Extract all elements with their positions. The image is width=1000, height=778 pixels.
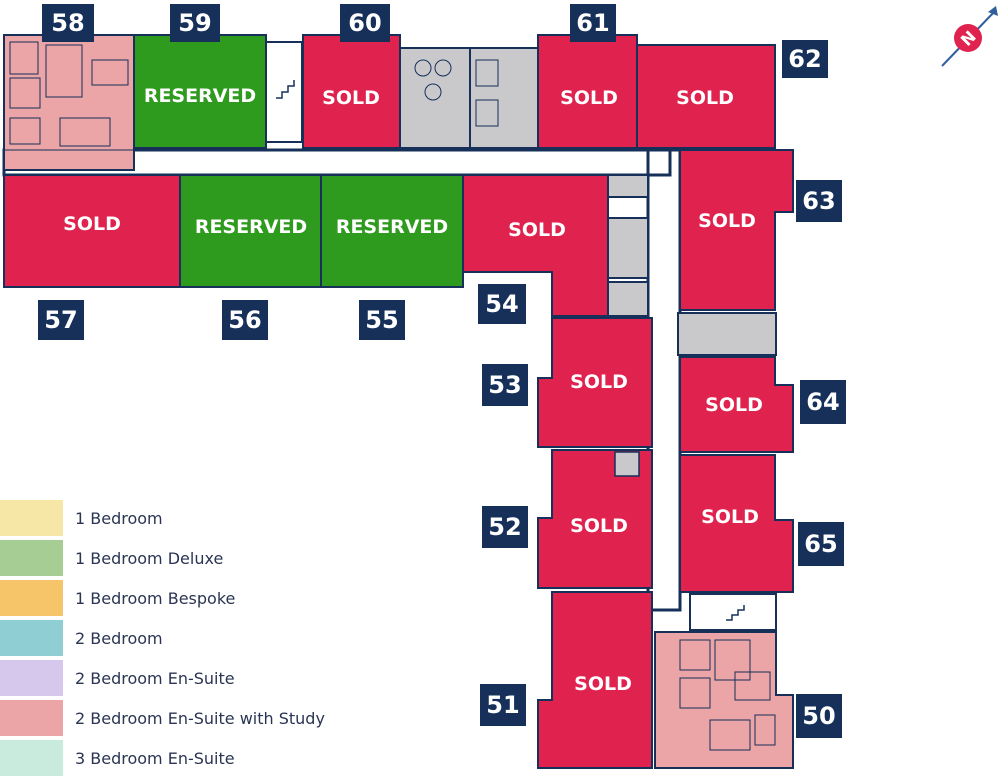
legend-item: 2 Bedroom En-Suite with Study <box>0 698 360 738</box>
legend-label: 1 Bedroom <box>75 508 163 528</box>
legend-item: 1 Bedroom <box>0 498 360 538</box>
legend-swatch <box>0 620 63 656</box>
assisted-bathroom <box>677 312 777 356</box>
unit-59[interactable] <box>133 34 267 149</box>
stairs-bottom <box>689 593 777 631</box>
legend-item: 2 Bedroom <box>0 618 360 658</box>
unit-61[interactable] <box>537 34 638 149</box>
status-labels: RESERVED SOLD SOLD SOLD SOLD SOLD RESERV… <box>63 85 763 695</box>
unit-badge-51: 51 <box>480 684 526 726</box>
unit-badge-56: 56 <box>222 300 268 340</box>
legend-label: 1 Bedroom Bespoke <box>75 588 236 608</box>
unit-50[interactable] <box>654 631 794 769</box>
status-label-61: SOLD <box>560 87 618 109</box>
legend-item: 3 Bedroom En-Suite <box>0 738 360 778</box>
unit-badge-64: 64 <box>800 380 846 424</box>
status-label-65: SOLD <box>701 506 759 528</box>
legend-swatch <box>0 660 63 696</box>
unit-52[interactable] <box>537 449 653 589</box>
legend-item: 2 Bedroom En-Suite <box>0 658 360 698</box>
unit-badge-53: 53 <box>482 364 528 406</box>
north-arrow-icon: N <box>941 6 998 67</box>
unit-57[interactable] <box>3 174 181 288</box>
unit-58[interactable] <box>3 34 135 171</box>
unit-53[interactable] <box>537 317 653 448</box>
unit-badge-65: 65 <box>798 522 844 566</box>
compass: N <box>938 4 1000 68</box>
legend-item: 1 Bedroom Deluxe <box>0 538 360 578</box>
unit-55[interactable] <box>320 174 464 288</box>
unit-badge-62: 62 <box>782 40 828 78</box>
legend-swatch <box>0 740 63 776</box>
legend-label: 1 Bedroom Deluxe <box>75 548 224 568</box>
legend-item: 1 Bedroom Bespoke <box>0 578 360 618</box>
status-label-54: SOLD <box>508 219 566 241</box>
unit-56[interactable] <box>179 174 322 288</box>
status-label-64: SOLD <box>705 394 763 416</box>
status-label-60: SOLD <box>322 87 380 109</box>
status-label-63: SOLD <box>698 210 756 232</box>
unit-51[interactable] <box>537 591 653 769</box>
unit-badge-57: 57 <box>38 300 84 340</box>
unit-65[interactable] <box>679 454 794 593</box>
legend-label: 3 Bedroom En-Suite <box>75 748 235 768</box>
status-label-55: RESERVED <box>336 216 448 238</box>
status-label-51: SOLD <box>574 673 632 695</box>
legend-label: 2 Bedroom En-Suite with Study <box>75 708 325 728</box>
unit-62[interactable] <box>636 44 776 149</box>
unit-badge-63: 63 <box>796 180 842 222</box>
unit-badge-52: 52 <box>482 506 528 548</box>
unit-badge-59: 59 <box>170 4 220 42</box>
legend-label: 2 Bedroom <box>75 628 163 648</box>
unit-badge-55: 55 <box>359 300 405 340</box>
stairs-top <box>265 41 303 143</box>
status-label-53: SOLD <box>570 371 628 393</box>
legend-swatch <box>0 700 63 736</box>
legend-swatch <box>0 500 63 536</box>
common-rooms-top <box>399 47 539 149</box>
status-label-62: SOLD <box>676 87 734 109</box>
status-label-52: SOLD <box>570 515 628 537</box>
status-label-59: RESERVED <box>144 85 256 107</box>
unit-63[interactable] <box>679 149 794 311</box>
unit-badge-60: 60 <box>340 4 390 42</box>
legend-swatch <box>0 580 63 616</box>
legend: 1 Bedroom 1 Bedroom Deluxe 1 Bedroom Bes… <box>0 498 360 778</box>
legend-label: 2 Bedroom En-Suite <box>75 668 235 688</box>
legend-swatch <box>0 540 63 576</box>
service-rooms <box>607 174 649 317</box>
unit-badge-54: 54 <box>478 284 526 324</box>
unit-badge-50: 50 <box>796 694 842 738</box>
unit-badge-58: 58 <box>42 4 94 42</box>
status-label-57: SOLD <box>63 213 121 235</box>
status-label-56: RESERVED <box>195 216 307 238</box>
unit-64[interactable] <box>679 356 794 453</box>
unit-badge-61: 61 <box>570 4 616 42</box>
